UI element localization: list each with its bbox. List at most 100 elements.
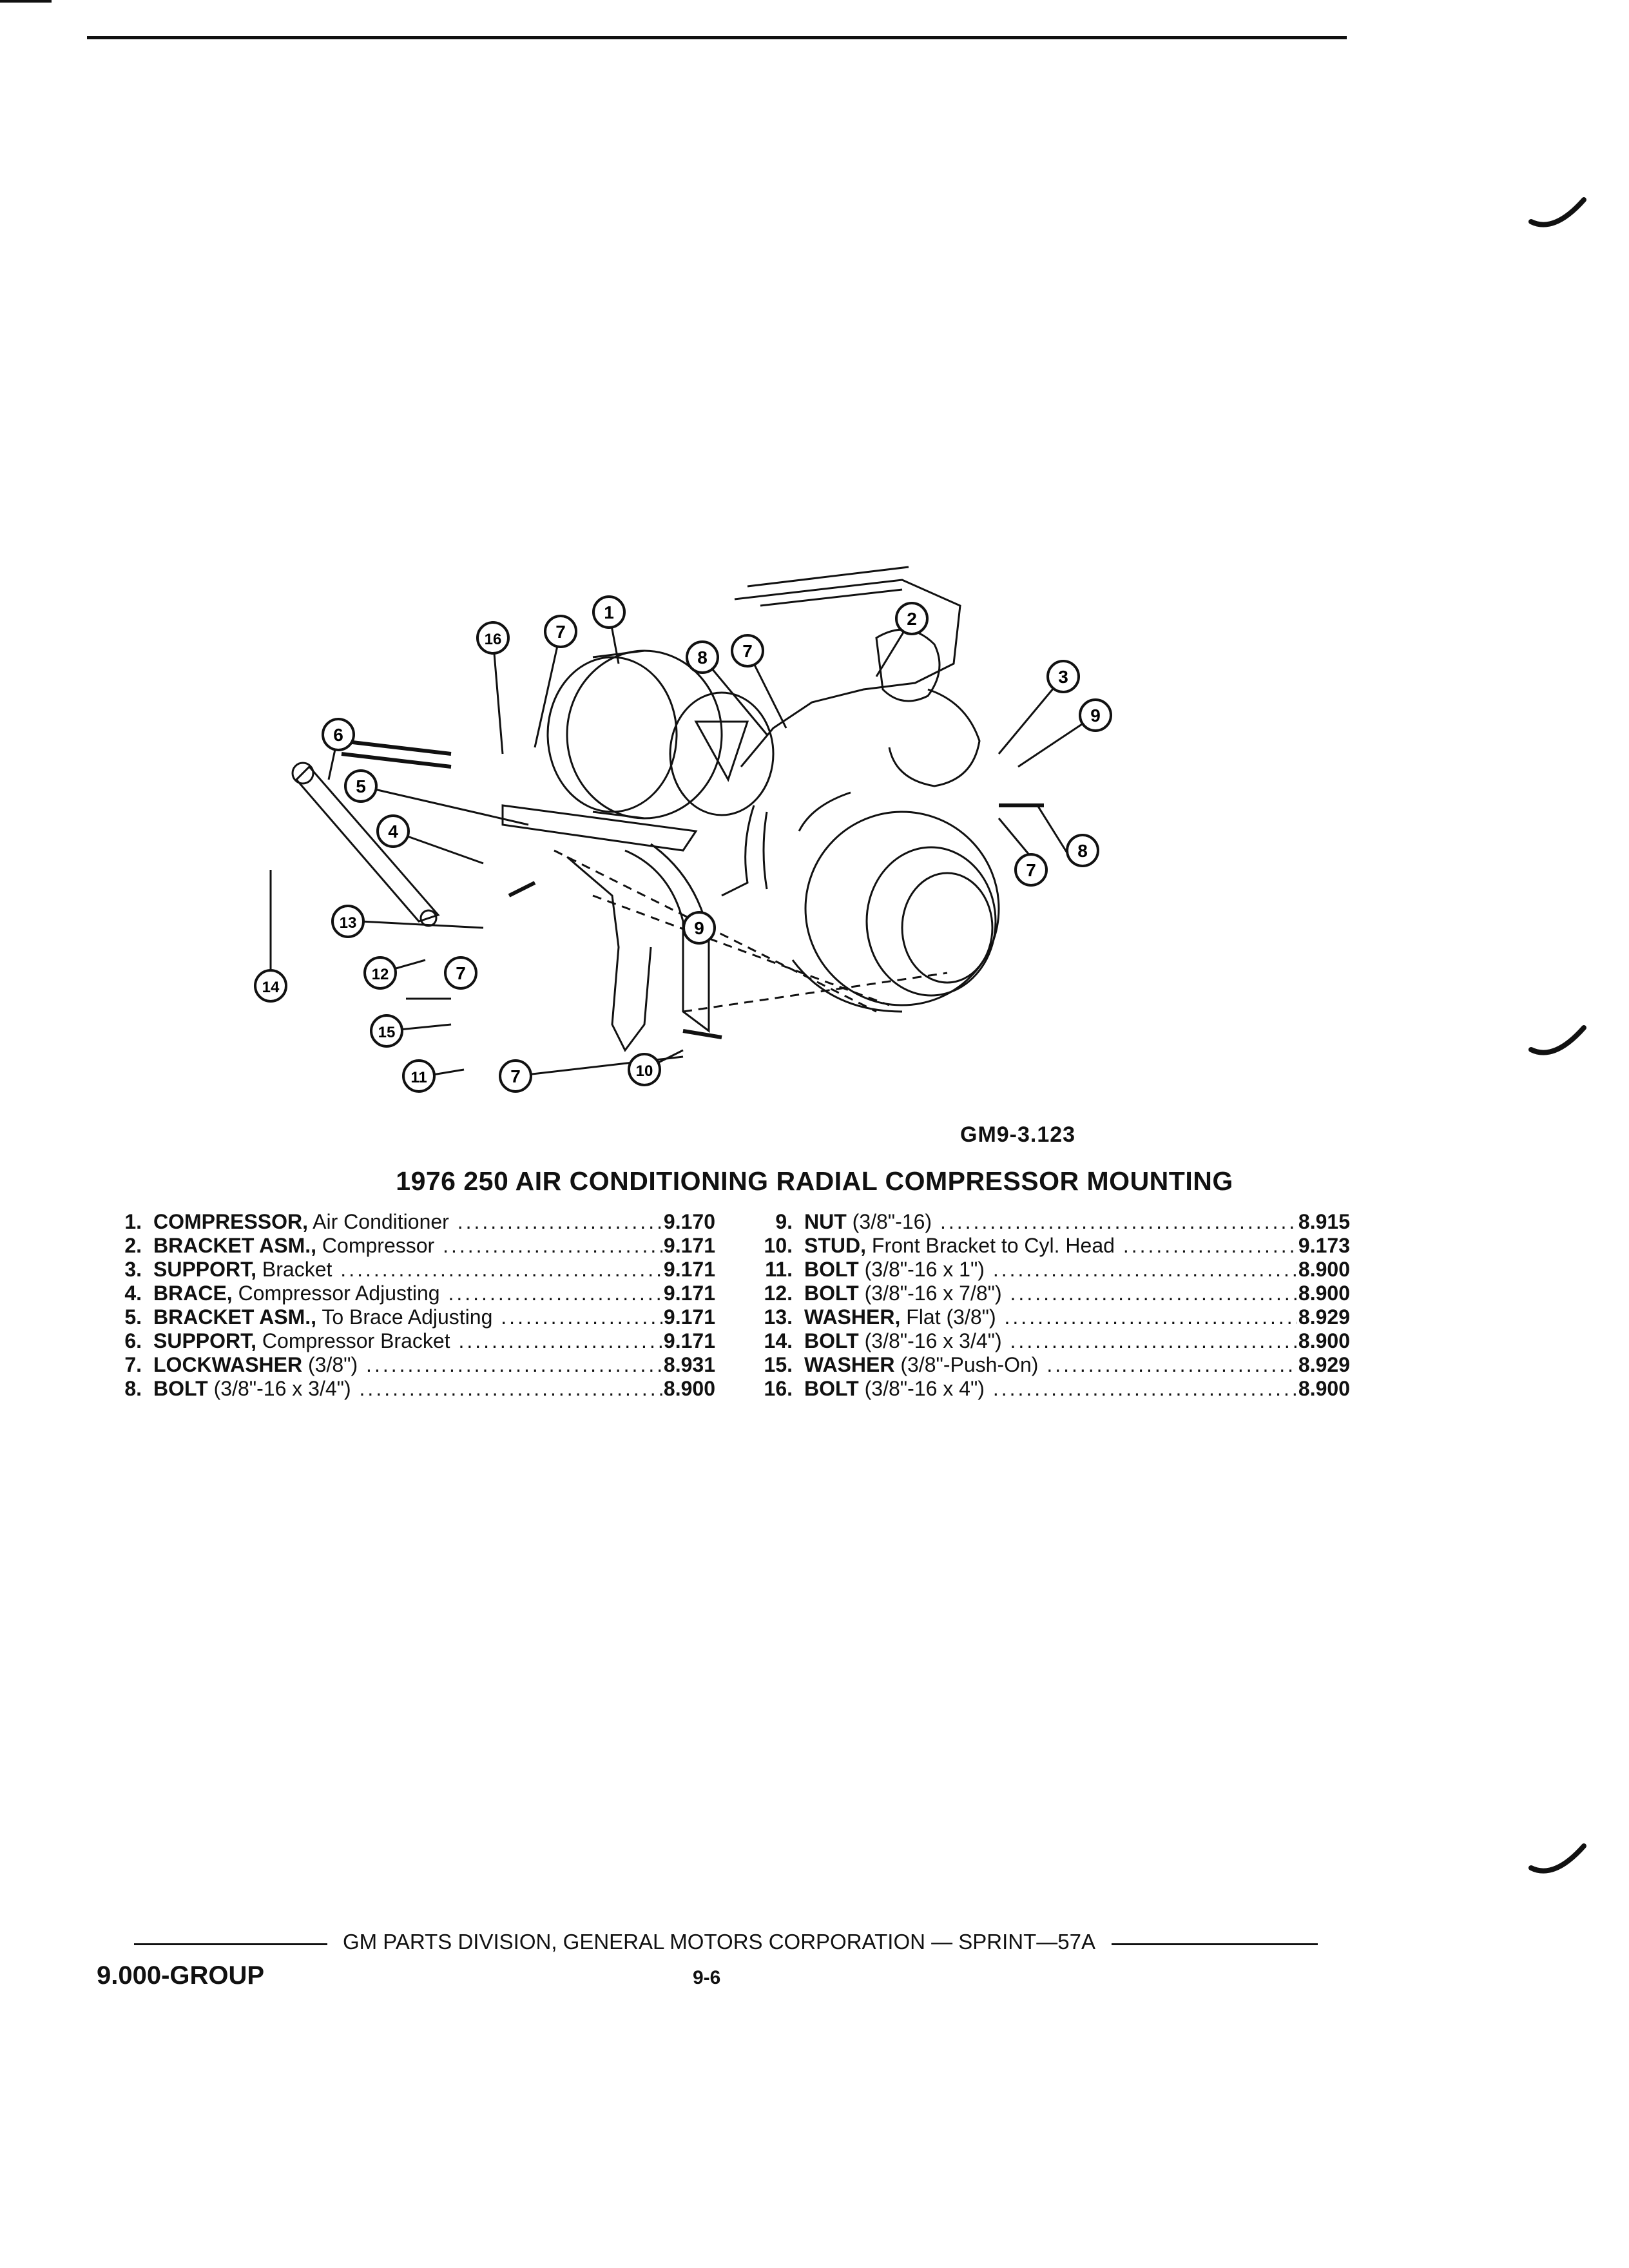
- leader-dots: ........................................…: [992, 1258, 1297, 1281]
- footer-rule-right: [1112, 1943, 1318, 1945]
- callout-circle: [476, 621, 510, 655]
- footer-text: GM PARTS DIVISION, GENERAL MOTORS CORPOR…: [342, 1930, 1096, 1954]
- part-name: COMPRESSOR,: [153, 1210, 309, 1233]
- parts-row: 4. BRACE, Compressor Adjusting ..........…: [97, 1282, 715, 1305]
- parts-row: 10.STUD, Front Bracket to Cyl. Head ....…: [747, 1234, 1350, 1258]
- leader-dots: ........................................…: [1123, 1234, 1297, 1257]
- callout-label: 2: [907, 609, 917, 629]
- callout-circle: [731, 634, 764, 668]
- part-number: 7.: [124, 1353, 142, 1376]
- catalog-code: 9.171: [663, 1305, 715, 1329]
- page-title: 1976 250 AIR CONDITIONING RADIAL COMPRES…: [396, 1166, 1233, 1196]
- callout-circle: [331, 905, 365, 938]
- callout-circle: [1014, 853, 1048, 887]
- callout-circle: [628, 1053, 661, 1086]
- parts-row: 9.NUT (3/8"-16) ........................…: [747, 1210, 1350, 1234]
- leader-dots: ........................................…: [501, 1305, 662, 1329]
- part-detail: Front Bracket to Cyl. Head: [871, 1234, 1115, 1257]
- callout-label: 7: [456, 963, 466, 983]
- part-name: BRACKET ASM.,: [153, 1305, 317, 1329]
- parts-row: 16.BOLT (3/8"-16 x 4") .................…: [747, 1377, 1350, 1401]
- part-detail: (3/8"-16 x 3/4"): [213, 1377, 351, 1400]
- callout-circle: [344, 769, 378, 803]
- figure-code: GM9-3.123: [960, 1122, 1076, 1147]
- leader-dots: ........................................…: [340, 1258, 662, 1281]
- catalog-code: 8.931: [663, 1353, 715, 1376]
- callout-circle: [544, 615, 577, 648]
- group-label: 9.000-GROUP: [97, 1961, 265, 1990]
- part-name: BRACKET ASM.,: [153, 1234, 317, 1257]
- callout-label: 4: [388, 822, 398, 841]
- part-number: 11.: [765, 1258, 793, 1281]
- callout-label: 8: [1077, 841, 1088, 861]
- part-description: BRACE, Compressor Adjusting ............…: [153, 1282, 662, 1305]
- parts-row: 11. BOLT (3/8"-16 x 1") .................…: [747, 1258, 1350, 1282]
- callout-circle: [686, 640, 719, 674]
- part-description: SUPPORT, Compressor Bracket ............…: [153, 1329, 662, 1353]
- callout-label: 13: [340, 914, 357, 932]
- page-number: 9-6: [693, 1967, 721, 1988]
- leader-dots: ........................................…: [1004, 1305, 1297, 1329]
- catalog-code: 9.170: [663, 1210, 715, 1233]
- catalog-code: 8.915: [1298, 1210, 1350, 1233]
- footer-rule-left: [134, 1943, 327, 1945]
- callout-label: 5: [356, 776, 366, 796]
- part-name: LOCKWASHER: [153, 1353, 303, 1376]
- catalog-code: 9.171: [663, 1282, 715, 1305]
- parts-list-left: 1.COMPRESSOR, Air Conditioner ..........…: [97, 1210, 715, 1401]
- leader-dots: ........................................…: [458, 1329, 662, 1352]
- parts-row: 12.BOLT (3/8"-16 x 7/8") ...............…: [747, 1282, 1350, 1305]
- catalog-code: 9.173: [1298, 1234, 1350, 1257]
- part-number: 12.: [764, 1282, 793, 1305]
- catalog-code: 8.900: [663, 1377, 715, 1400]
- leader-dots: ........................................…: [366, 1353, 662, 1376]
- callout-circle: [376, 814, 410, 848]
- catalog-code: 8.900: [1298, 1258, 1350, 1281]
- catalog-code: 9.171: [663, 1329, 715, 1352]
- leader-dots: ........................................…: [457, 1210, 662, 1233]
- callout-label: 9: [694, 918, 704, 938]
- parts-row: 3.SUPPORT, Bracket .....................…: [97, 1258, 715, 1282]
- part-detail: Compressor Bracket: [262, 1329, 450, 1352]
- part-number: 6.: [124, 1329, 142, 1352]
- part-number: 4.: [124, 1282, 142, 1305]
- part-description: WASHER (3/8"-Push-On) ..................…: [804, 1353, 1297, 1377]
- callout-circle: [254, 969, 287, 1003]
- callout-label: 12: [372, 966, 389, 983]
- part-number: 1.: [124, 1210, 142, 1233]
- callout-label: 11: [410, 1069, 427, 1086]
- part-description: STUD, Front Bracket to Cyl. Head .......…: [804, 1234, 1297, 1258]
- leader-dots: ........................................…: [1010, 1329, 1297, 1352]
- part-detail: To Brace Adjusting: [322, 1305, 493, 1329]
- part-name: BOLT: [804, 1282, 859, 1305]
- part-description: BOLT (3/8"-16 x 1") ....................…: [804, 1258, 1297, 1282]
- leader-dots: ........................................…: [443, 1234, 662, 1257]
- margin-check-mark: [1528, 1843, 1586, 1874]
- margin-check-mark: [1528, 1025, 1586, 1055]
- leader-dots: ........................................…: [448, 1282, 662, 1305]
- leader-dots: ........................................…: [1046, 1353, 1297, 1376]
- catalog-code: 8.929: [1298, 1353, 1350, 1376]
- parts-row: 7. LOCKWASHER (3/8") ....................…: [97, 1353, 715, 1377]
- part-name: WASHER: [804, 1353, 895, 1376]
- callout-label: 3: [1058, 667, 1068, 687]
- leader-dots: ........................................…: [940, 1210, 1297, 1233]
- part-detail: Bracket: [262, 1258, 333, 1281]
- callout-label: 7: [742, 641, 753, 661]
- parts-row: 2.BRACKET ASM., Compressor .............…: [97, 1234, 715, 1258]
- callout-label: 15: [378, 1024, 396, 1041]
- part-detail: (3/8"-Push-On): [900, 1353, 1039, 1376]
- margin-check-mark: [1528, 197, 1586, 227]
- callout-circle: [1079, 698, 1112, 732]
- parts-row: 13.WASHER, Flat (3/8") .................…: [747, 1305, 1350, 1329]
- part-detail: Compressor Adjusting: [238, 1282, 440, 1305]
- callout-circle: [363, 956, 397, 990]
- parts-row: 6. SUPPORT, Compressor Bracket ..........…: [97, 1329, 715, 1353]
- part-detail: (3/8"): [308, 1353, 358, 1376]
- part-name: WASHER,: [804, 1305, 901, 1329]
- callout-circle: [370, 1014, 403, 1048]
- part-number: 13.: [764, 1305, 793, 1329]
- parts-row: 15.WASHER (3/8"-Push-On) ...............…: [747, 1353, 1350, 1377]
- callout-circle: [592, 595, 626, 629]
